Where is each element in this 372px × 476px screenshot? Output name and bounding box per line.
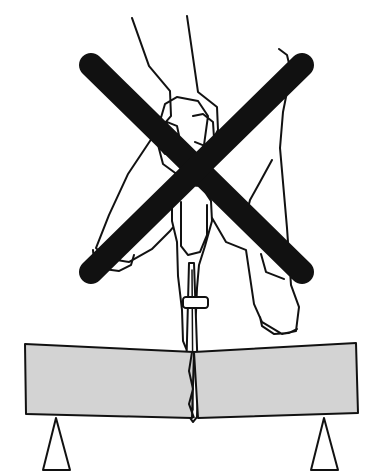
sawhorse-support-icon-right <box>311 418 338 470</box>
left-board <box>25 344 194 418</box>
right-board <box>194 343 358 418</box>
support-assembly <box>43 418 338 470</box>
sawhorse-support-icon-left <box>43 418 70 470</box>
chainsaw-guard <box>183 297 208 308</box>
board-assembly <box>25 343 358 418</box>
